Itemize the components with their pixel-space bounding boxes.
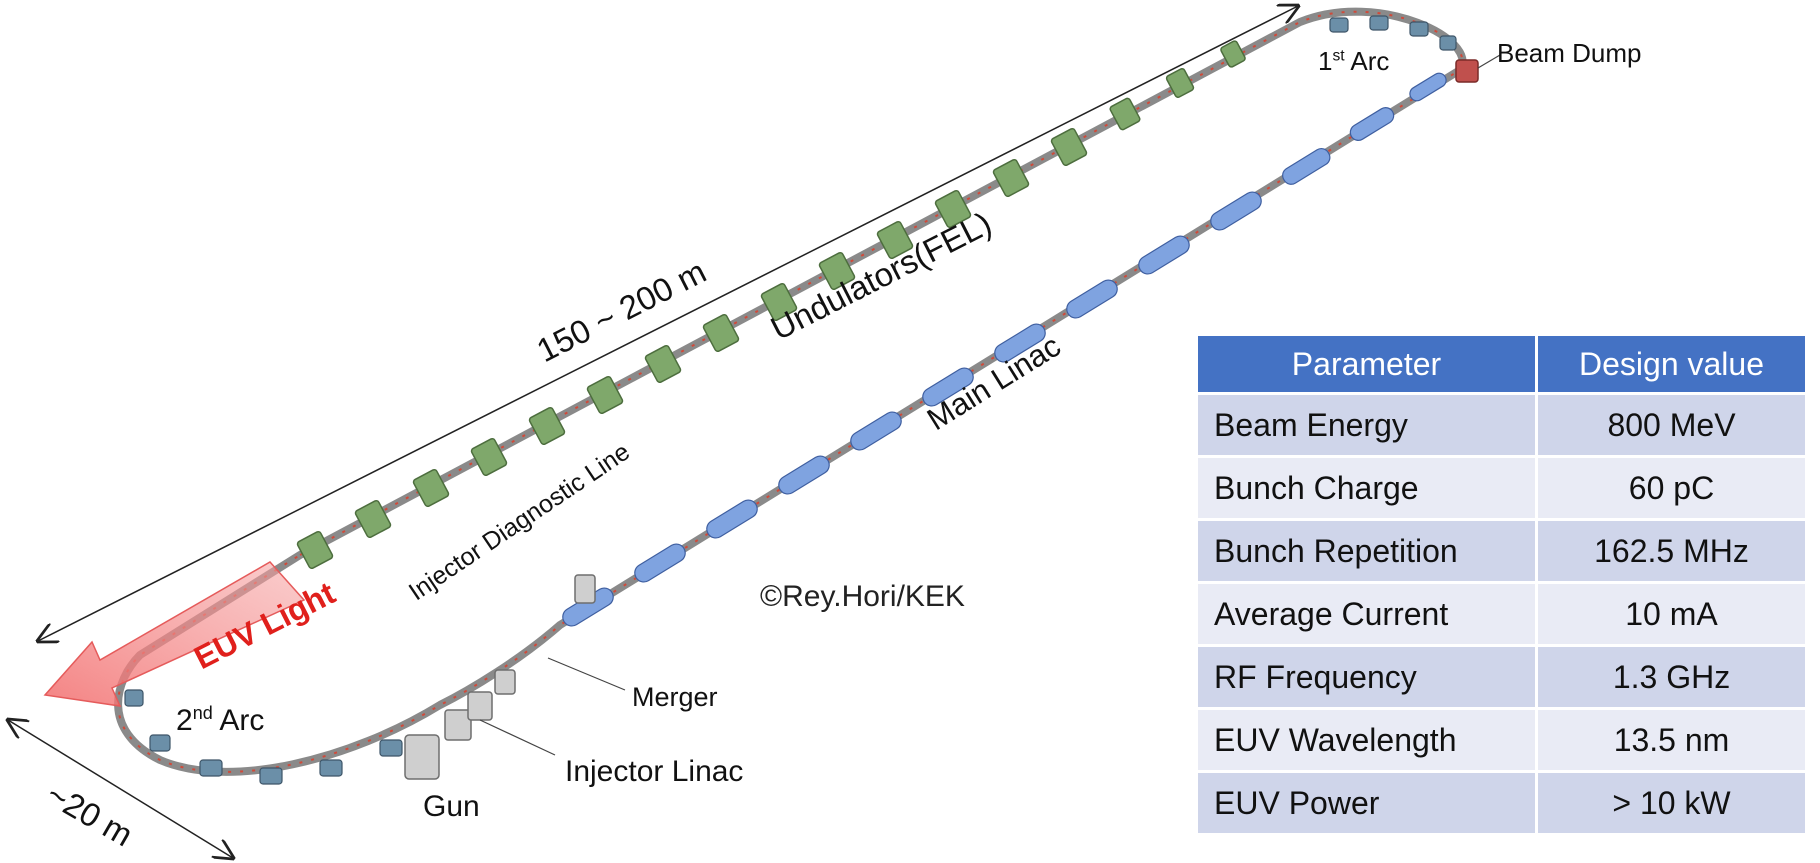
parameter-name: EUV Power [1198,773,1535,833]
table-row: EUV Power > 10 kW [1198,773,1805,833]
parameter-name: Average Current [1198,584,1535,644]
second-arc-ordinal: nd [192,703,213,723]
merger-leader [547,657,626,691]
beamline-path [114,7,1467,776]
length-dimension-line [38,6,1298,641]
parameter-name: Bunch Repetition [1198,521,1535,581]
parameter-name: Beam Energy [1198,395,1535,455]
parameter-value: 13.5 nm [1538,710,1805,770]
arc-magnets [124,15,1457,785]
copyright-label: ©Rey.Hori/KEK [760,580,965,613]
table-row: Average Current 10 mA [1198,584,1805,644]
gun-label: Gun [423,790,480,823]
beam-dump [1455,59,1479,83]
parameter-value: > 10 kW [1538,773,1805,833]
header-design-value: Design value [1538,336,1805,392]
undulator-modules [296,40,1246,570]
table-row: EUV Wavelength 13.5 nm [1198,710,1805,770]
width-dimension-line [8,720,233,858]
first-arc-ordinal: st [1332,47,1345,65]
second-arc-label: 2nd Arc [176,703,264,738]
merger-label: Merger [632,682,718,712]
injector-linac-label: Injector Linac [565,755,744,788]
parameter-name: RF Frequency [1198,647,1535,707]
table-row: Bunch Charge 60 pC [1198,458,1805,518]
header-parameter: Parameter [1198,336,1535,392]
parameter-value: 162.5 MHz [1538,521,1805,581]
euv-light-arrow [43,561,306,707]
parameter-name: Bunch Charge [1198,458,1535,518]
second-arc-word: Arc [212,704,265,737]
table-row: RF Frequency 1.3 GHz [1198,647,1805,707]
linac-cryomodules [562,72,1447,627]
parameter-value: 10 mA [1538,584,1805,644]
second-arc-number: 2 [176,704,193,737]
parameter-name: EUV Wavelength [1198,710,1535,770]
first-arc-word: Arc [1344,46,1390,76]
parameter-table: Parameter Design value Beam Energy 800 M… [1195,333,1808,836]
table-row: Beam Energy 800 MeV [1198,395,1805,455]
first-arc-label: 1st Arc [1318,46,1389,77]
first-arc-number: 1 [1318,46,1333,76]
beam-dump-leader [1477,54,1501,69]
beam-dump-label: Beam Dump [1497,38,1642,68]
parameter-value: 60 pC [1538,458,1805,518]
parameter-value: 1.3 GHz [1538,647,1805,707]
injector-linac-leader [479,719,556,756]
parameter-value: 800 MeV [1538,395,1805,455]
table-row: Bunch Repetition 162.5 MHz [1198,521,1805,581]
injector-equipment [404,574,596,780]
table-header-row: Parameter Design value [1198,336,1805,392]
